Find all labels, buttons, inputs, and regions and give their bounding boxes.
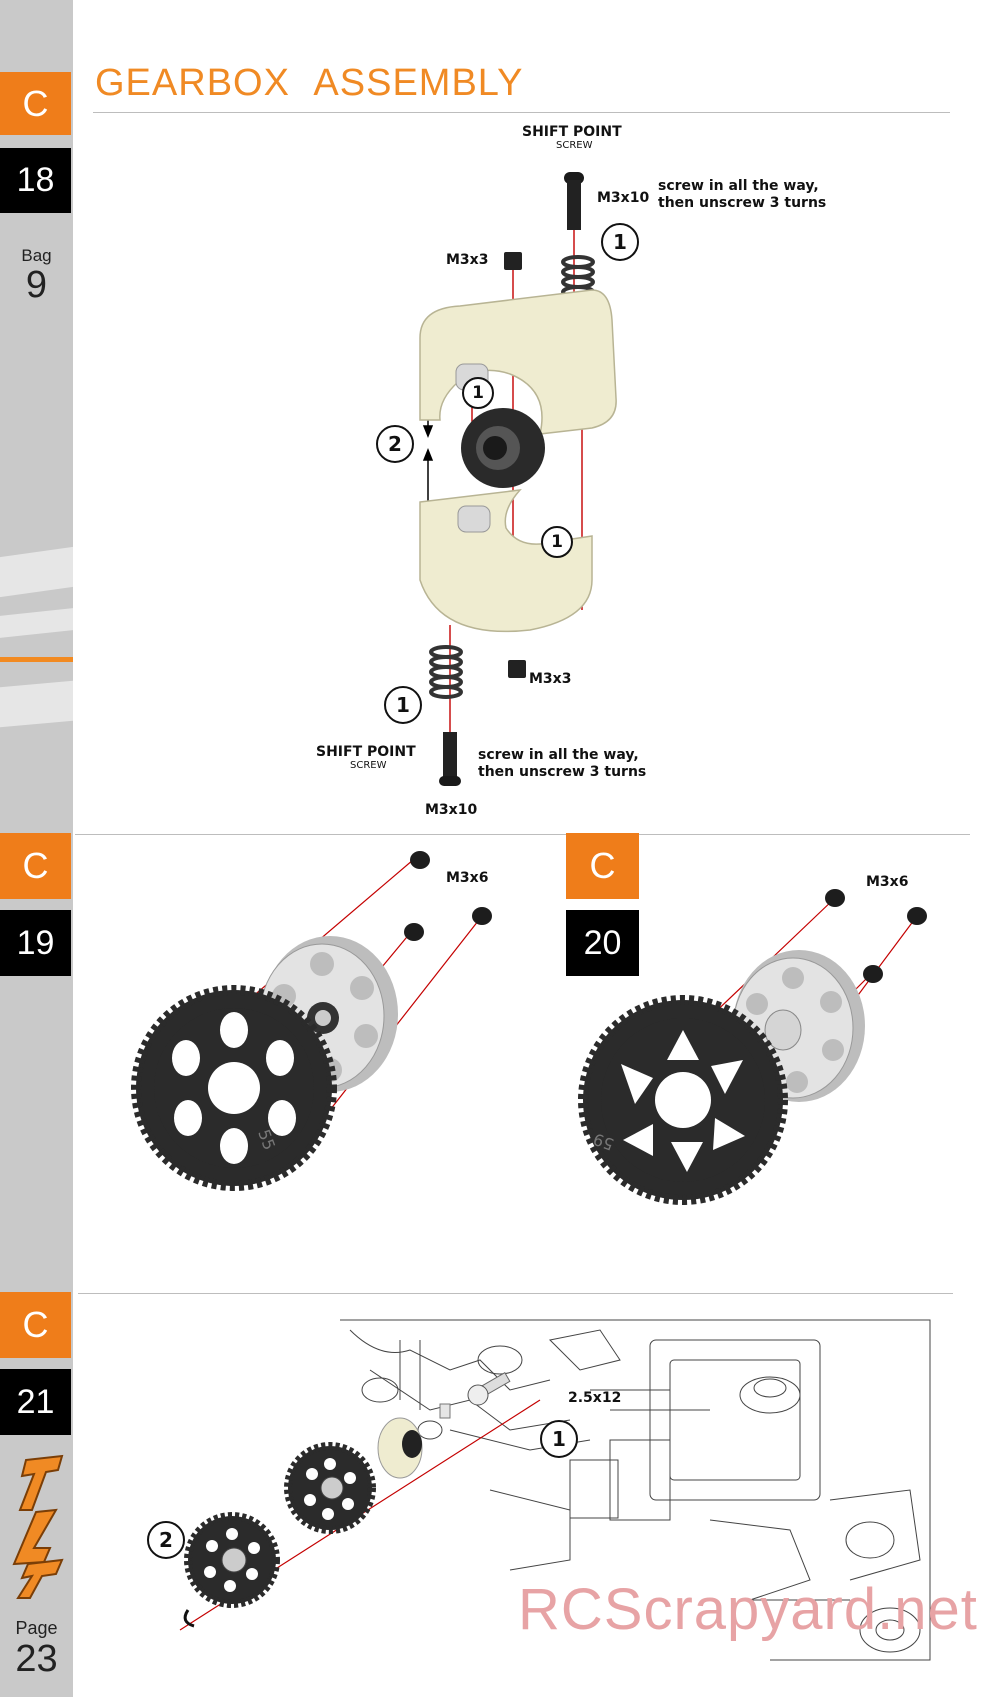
step-callout: 2 [376, 425, 414, 463]
section-divider [75, 834, 970, 835]
step-section-tag: C [566, 833, 639, 899]
section-divider [78, 1293, 953, 1294]
step18-diagram [419, 172, 617, 786]
step-section-tag: C [0, 1292, 71, 1358]
page-number: 23 [15, 1638, 58, 1680]
note-line: then unscrew 3 turns [658, 195, 827, 211]
screw-size-label: M3x10 [597, 190, 650, 206]
shift-point-sub: SCREW [556, 140, 593, 151]
screw-instruction-note: screw in all the way, then unscrew 3 tur… [478, 747, 646, 781]
step-section-tag: C [0, 833, 71, 899]
sidebar-orange-stripe [0, 657, 73, 662]
page-title: GEARBOX ASSEMBLY [95, 62, 524, 104]
pin-size-label: 2.5x12 [568, 1390, 622, 1406]
step-section-tag: C [0, 72, 71, 135]
step-number-tag: 18 [0, 148, 71, 213]
title-divider [93, 112, 950, 113]
step-callout: 1 [541, 526, 573, 558]
step21-diagram [179, 1319, 931, 1661]
bag-number: 9 [25, 264, 48, 306]
screw-size-label: M3x6 [446, 870, 489, 886]
step-number-tag: 21 [0, 1369, 71, 1435]
page-label: Page [15, 1618, 58, 1638]
sidebar-stripe [0, 608, 73, 638]
step-callout: 1 [540, 1420, 578, 1458]
watermark: RCScrapyard.net [518, 1577, 978, 1642]
step19-diagram: 55 [131, 851, 492, 1191]
note-line: then unscrew 3 turns [478, 764, 647, 780]
shift-point-title: SHIFT POINT [316, 744, 416, 760]
shift-point-title: SHIFT POINT [522, 124, 622, 140]
step-callout: 1 [384, 686, 422, 724]
step-number-tag: 20 [566, 910, 639, 976]
sidebar-stripe [0, 546, 73, 598]
step20-diagram: 59 [578, 889, 927, 1205]
note-line: screw in all the way, [658, 178, 819, 194]
screw-size-label: M3x10 [425, 802, 478, 818]
screw-size-label: M3x3 [446, 252, 489, 268]
sidebar-stripe [0, 680, 73, 728]
step-callout: 1 [462, 377, 494, 409]
screw-instruction-note: screw in all the way, then unscrew 3 tur… [658, 178, 826, 212]
step-number-tag: 19 [0, 910, 71, 976]
note-line: screw in all the way, [478, 747, 639, 763]
bag-label: Bag [21, 246, 52, 265]
step-callout: 2 [147, 1521, 185, 1559]
shift-point-sub: SCREW [350, 760, 387, 771]
brand-logo [12, 1454, 64, 1599]
screw-size-label: M3x3 [529, 671, 572, 687]
step-callout: 1 [601, 223, 639, 261]
screw-size-label: M3x6 [866, 874, 909, 890]
